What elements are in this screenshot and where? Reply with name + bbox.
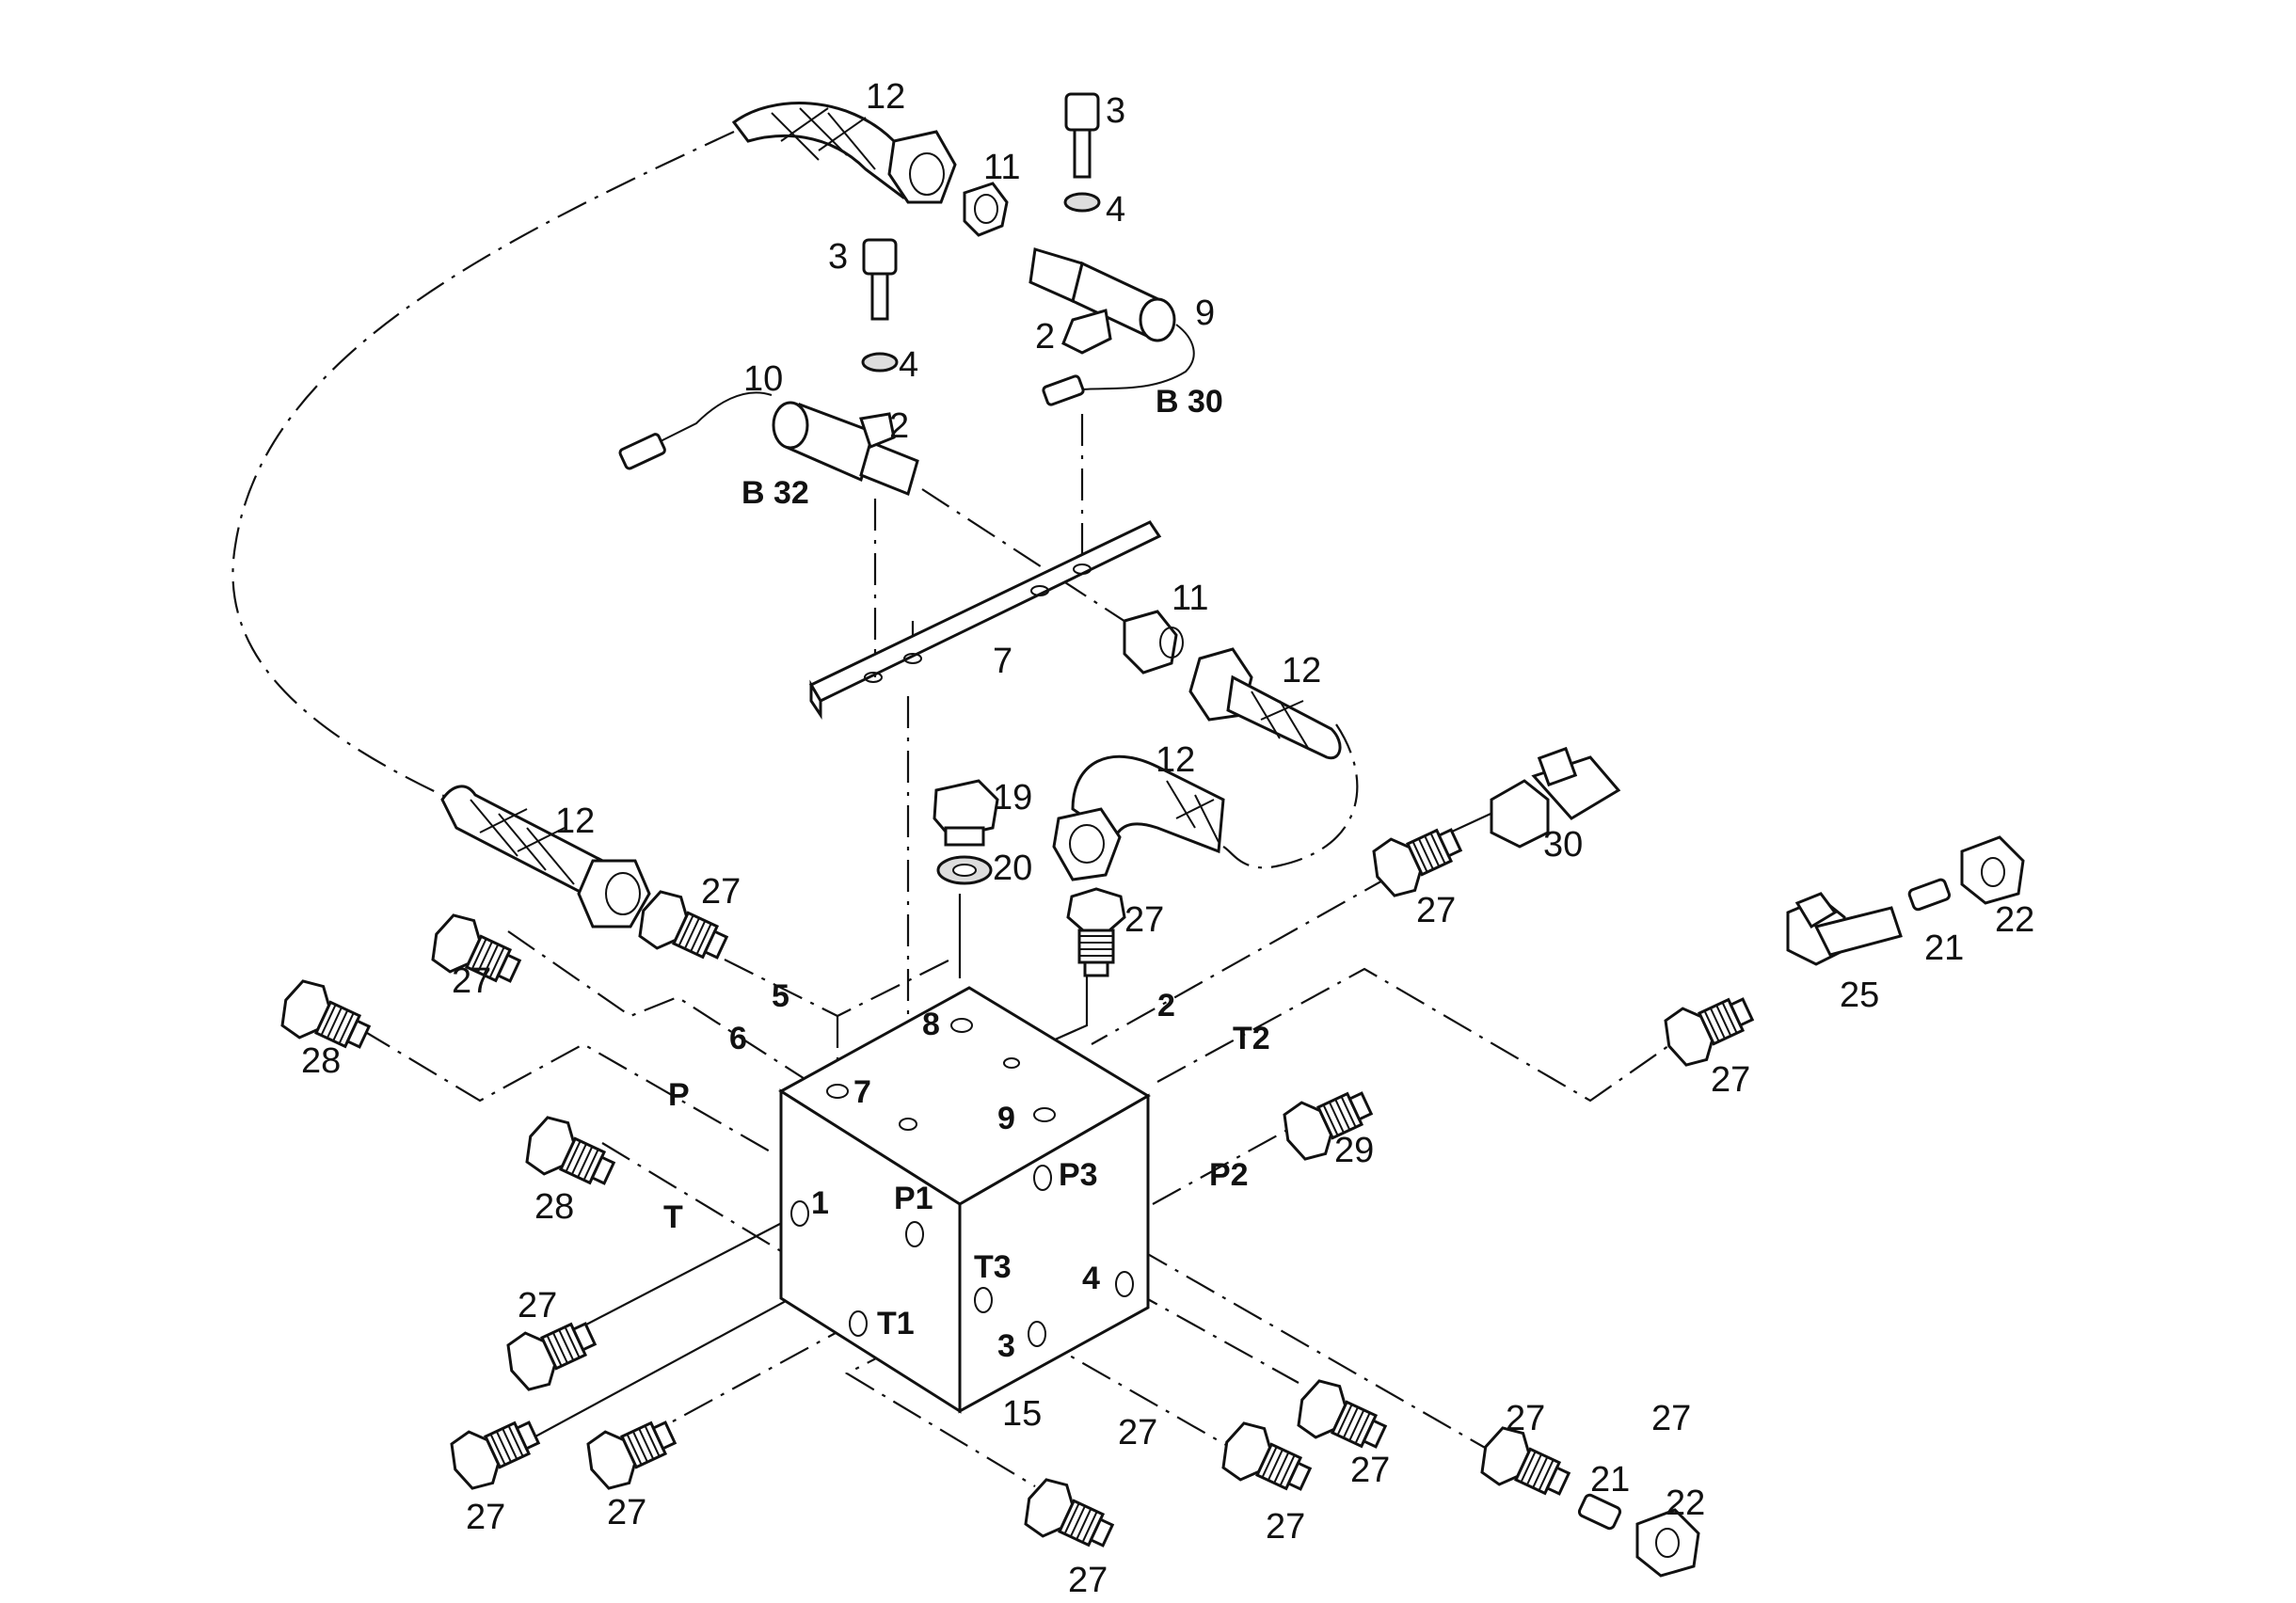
threaded-fitting [431,913,522,983]
callout-label: P [668,1077,690,1113]
elbow-30 [1490,746,1621,849]
callout-label: 27 [1118,1413,1157,1452]
hose-middle [1188,647,1342,760]
callout-label: T1 [877,1306,915,1341]
callout-label: 27 [1506,1399,1545,1438]
callout-label: 12 [555,802,595,841]
threaded-fitting [1221,1421,1313,1491]
threaded-fitting [450,1420,541,1490]
callout-label: 3 [997,1328,1015,1364]
callout-label: 4 [1082,1261,1100,1296]
callout-label: 27 [1651,1399,1691,1438]
callout-label: T2 [1233,1021,1270,1056]
callout-label: 7 [853,1074,871,1110]
callout-label: P2 [1209,1157,1249,1193]
callout-label: 3 [828,237,848,277]
threaded-fitting [525,1116,616,1185]
callout-label: B 32 [741,475,809,511]
callout-label: 9 [1195,294,1215,333]
callout-label: 12 [866,77,905,117]
callout-label: 27 [1124,900,1164,940]
callout-label: 27 [607,1493,646,1532]
labels: 12 3 11 4 3 2 9 4 10 2 B 30 B 32 11 12 7… [301,77,2034,1600]
callout-label: 21 [1590,1460,1630,1500]
nut-22-upper [1960,835,2025,905]
threaded-fitting [280,979,372,1049]
sensor-b30 [963,92,1195,406]
callout-label: T [663,1199,683,1235]
tee-25 [1786,892,1903,966]
threaded-fitting [1024,1478,1115,1547]
callout-label: 12 [1156,740,1195,780]
callout-label: 2 [889,406,909,446]
callout-label: P3 [1059,1157,1098,1193]
threaded-fitting [1283,1091,1374,1161]
callout-label: 25 [1840,976,1879,1015]
callout-label: T3 [974,1249,1012,1285]
callout-label: 2 [1157,988,1175,1024]
hose-left [440,785,651,928]
callout-label: 27 [518,1286,557,1325]
callout-label: 27 [1416,891,1456,930]
callout-label: 11 [983,148,1020,187]
callout-label: 19 [993,778,1032,817]
callout-label: 9 [997,1101,1015,1136]
callout-label: 10 [743,359,783,399]
callout-label: 12 [1282,651,1321,690]
threaded-fitting [1297,1379,1388,1449]
threaded-fitting [1480,1426,1571,1496]
plug-19 [933,779,999,885]
callout-label: 27 [1711,1060,1750,1100]
callout-label: 27 [466,1498,505,1537]
plug-21-upper [1907,878,1951,912]
callout-label: 8 [922,1007,940,1042]
callout-label: 5 [772,978,789,1014]
threaded-fitting [638,890,729,960]
callout-label: 3 [1106,91,1125,131]
callout-label: 27 [452,961,491,1001]
callout-label: 27 [1266,1507,1305,1547]
fitting-11 [1123,610,1184,675]
callout-label: 6 [729,1021,747,1056]
callout-label: 28 [301,1041,341,1081]
hose-elbow [1052,754,1225,881]
callout-label: 1 [811,1185,829,1221]
callout-label: 27 [701,872,741,912]
callout-label: 29 [1334,1131,1374,1170]
threaded-fitting [586,1420,678,1490]
callout-label: 28 [534,1187,574,1227]
fittings [280,828,1755,1547]
callout-label: 21 [1924,928,1964,968]
callout-label: 15 [1002,1394,1042,1434]
callout-label: 27 [1068,1561,1108,1600]
sensor-b32 [618,238,919,497]
callout-label: 4 [899,345,918,385]
plug-21-lower [1577,1493,1622,1531]
threaded-fitting [1066,887,1126,977]
callout-label: 7 [993,642,1012,681]
callout-label: 20 [993,849,1032,888]
callout-label: B 30 [1156,384,1223,420]
callout-label: P1 [894,1181,933,1216]
callout-label: 30 [1543,825,1583,865]
callout-label: 22 [1995,900,2034,940]
hose-top [731,102,957,204]
callout-label: 2 [1035,317,1055,357]
callout-label: 4 [1106,190,1125,230]
nut-22-lower [1635,1508,1700,1578]
callout-label: 27 [1350,1451,1390,1490]
threaded-fitting [1372,828,1463,897]
callout-label: 11 [1172,579,1208,618]
threaded-fitting [506,1322,598,1391]
manifold-block [778,986,1151,1414]
mounting-bar [808,520,1162,720]
threaded-fitting [1664,997,1755,1067]
callout-label: 22 [1666,1484,1705,1523]
